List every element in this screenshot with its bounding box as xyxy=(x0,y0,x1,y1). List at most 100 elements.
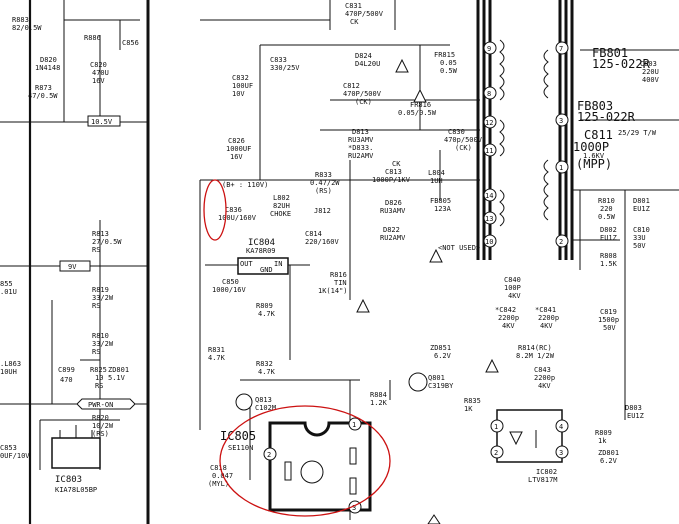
c814-label: C814 xyxy=(305,230,322,238)
d824-value: D4L20U xyxy=(355,60,380,68)
c856-label: C856 xyxy=(122,39,139,47)
d801-label: D801 xyxy=(633,197,650,205)
ck1-label: CK xyxy=(350,18,359,26)
d820-label: D820 xyxy=(40,56,57,64)
r819-label: R819 xyxy=(92,286,109,294)
ic802-pin4: 4 xyxy=(559,423,563,431)
c833-label: C833 xyxy=(270,56,287,64)
r813-v1: 27/0.5W xyxy=(92,238,122,246)
c819-v2: 50V xyxy=(603,324,616,332)
r884-value: 1.2K xyxy=(370,399,388,407)
r810b-v2: RS xyxy=(92,348,100,356)
ic805-value: SE110N xyxy=(228,444,253,452)
fr816-value: 0.05/0.5W xyxy=(398,109,437,117)
fb805-label: FB805 xyxy=(430,197,451,205)
ic802-label: IC802 xyxy=(536,468,557,476)
r809b-value: 1k xyxy=(598,437,607,445)
zd801-label: ZD801 xyxy=(108,366,129,374)
pin-3: 3 xyxy=(559,117,563,125)
ic804-out: OUT xyxy=(240,260,253,268)
c841-v1: 2200p xyxy=(538,314,559,322)
pwr-on-label: PWR-ON xyxy=(88,401,113,409)
r810b-v1: 33/2W xyxy=(92,340,114,348)
r832-label: R832 xyxy=(256,360,273,368)
ic804-value: KA78R09 xyxy=(246,247,276,255)
d813-v1: RU3AMV xyxy=(348,136,374,144)
c811-v1: 1000P xyxy=(573,140,609,154)
ic803-label: IC803 xyxy=(55,475,82,485)
r835-label: R835 xyxy=(464,397,481,405)
d822-value: RU2AMV xyxy=(380,234,406,242)
c813-label: C813 xyxy=(385,168,402,176)
ic802-pin2: 2 xyxy=(494,449,498,457)
c832-v2: 10V xyxy=(232,90,245,98)
mid-labels: (B+ : 110V) C836 100U/160V R833 0.47/2W … xyxy=(218,160,650,390)
r832-value: 4.7K xyxy=(258,368,276,376)
l863-value: 10UH xyxy=(0,368,17,376)
c899-value: 470 xyxy=(60,376,73,384)
v105-label: 10.5V xyxy=(91,118,113,126)
d803-label: D803 xyxy=(625,404,642,412)
r816-v2: 1K(14") xyxy=(318,287,348,295)
ck3-label: CK xyxy=(392,160,401,168)
d826-value: RU3AMV xyxy=(380,207,406,215)
c842-v2: 4KV xyxy=(502,322,515,330)
c826-v1: 1000UF xyxy=(226,145,251,153)
d802-value: EU1Z xyxy=(600,234,617,242)
pin-10: 10 xyxy=(485,238,493,246)
q813-label: Q813 xyxy=(255,396,272,404)
l804-value: 1UH xyxy=(430,177,443,185)
r810-v2: 0.5W xyxy=(598,213,616,221)
warning-triangles xyxy=(356,58,499,524)
zd801-value: 5.1V xyxy=(108,374,126,382)
c812-label: C812 xyxy=(343,82,360,90)
r816-label: R816 xyxy=(330,271,347,279)
highlight-annotations xyxy=(203,179,391,517)
ic804-label: IC804 xyxy=(248,238,275,248)
c820-v2: 16V xyxy=(92,77,105,85)
d801-value: EU1Z xyxy=(633,205,650,213)
r833-label: R833 xyxy=(315,171,332,179)
r809b-label: R809 xyxy=(595,429,612,437)
fr815-label: FR815 xyxy=(434,51,455,59)
d813-v2: *D833. xyxy=(348,144,373,152)
c830-v1: 470p/500V xyxy=(444,136,483,144)
c813-value: 1000P/1KV xyxy=(372,176,411,184)
r809-value: 4.7K xyxy=(258,310,276,318)
c826-label: C826 xyxy=(228,137,245,145)
c836-label: C836 xyxy=(225,206,242,214)
pin-7: 7 xyxy=(559,45,563,53)
l802-label: L802 xyxy=(273,194,290,202)
zd801b-label: ZD801 xyxy=(598,449,619,457)
c850-label: C850 xyxy=(222,278,239,286)
d822-label: D822 xyxy=(383,226,400,234)
c812-value: 470P/500V xyxy=(343,90,382,98)
c843-label: C843 xyxy=(534,366,551,374)
transformer-pins: 9 8 12 11 14 13 10 7 3 1 2 xyxy=(483,41,569,248)
pin-14: 14 xyxy=(485,192,493,200)
fr815-v1: 0.05 xyxy=(440,59,457,67)
c850-value: 1000/16V xyxy=(212,286,247,294)
l802-v1: 82UH xyxy=(273,202,290,210)
c833-value: 330/25V xyxy=(270,64,300,72)
c843-v1: 2200p xyxy=(534,374,555,382)
ic805-label: IC805 xyxy=(220,429,256,443)
c899-label: C899 xyxy=(58,366,75,374)
c855-value: .01U xyxy=(0,288,17,296)
ic802-optocoupler: 1 2 4 3 IC802 LTV817M xyxy=(490,409,569,484)
r883-label: R883 xyxy=(12,16,29,24)
b-plus-label: (B+ : 110V) xyxy=(222,181,268,189)
c811-v3: (MPP) xyxy=(576,157,612,171)
d813-v3: RU2AMV xyxy=(348,152,374,160)
c830-v2: (CK) xyxy=(455,144,472,152)
pin-11: 11 xyxy=(485,147,493,155)
fb801-label: FB801 xyxy=(592,46,628,60)
c803-label: C803 xyxy=(640,60,657,68)
c830-label: C830 xyxy=(448,128,465,136)
c841-v2: 4KV xyxy=(540,322,553,330)
r884-label: R884 xyxy=(370,391,387,399)
v9-label: 9V xyxy=(68,263,77,271)
r825-label: R825 xyxy=(90,366,107,374)
ic805-pin2: 2 xyxy=(267,451,271,459)
r886-label: R886 xyxy=(84,34,101,42)
